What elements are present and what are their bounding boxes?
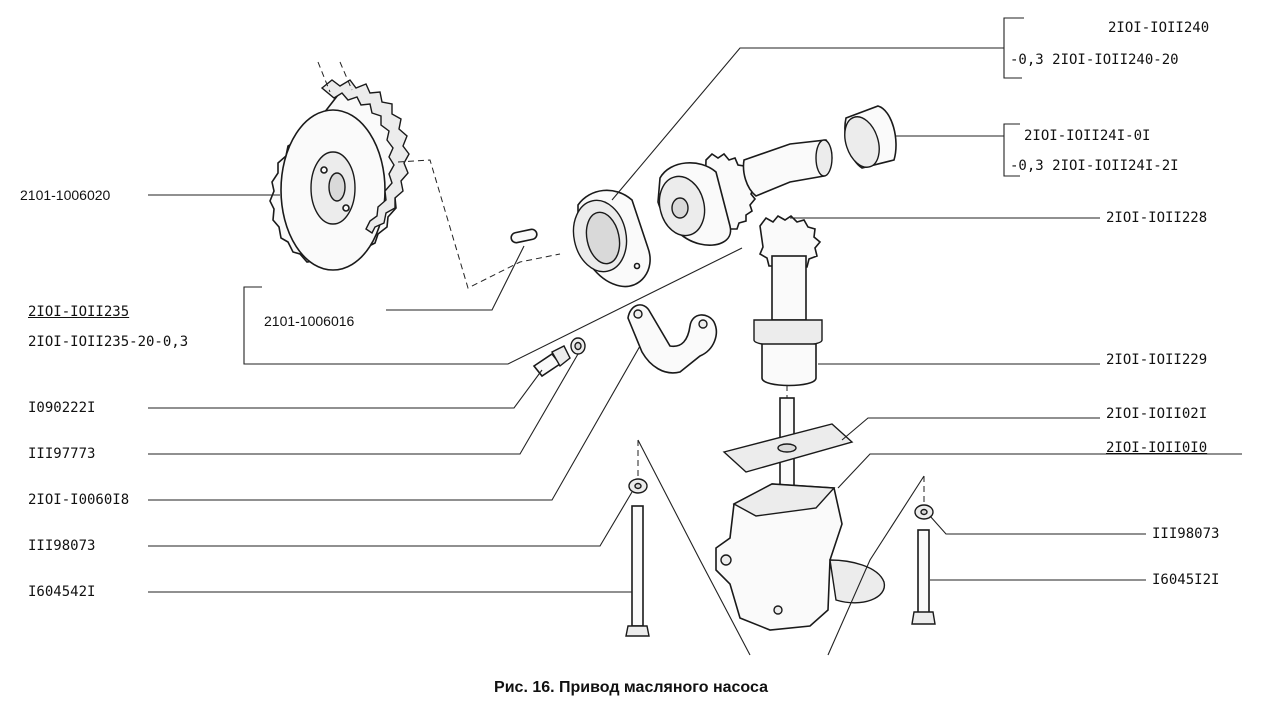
leader-235 — [243, 247, 743, 365]
pump-top — [732, 483, 836, 517]
chain — [320, 79, 410, 235]
label-part-235-20: 2IOI-IOII235-20-0,3 — [28, 334, 189, 350]
leader-pin — [386, 245, 525, 311]
small-bolt-drawing — [532, 337, 586, 378]
label-left-bolt: I604542I — [28, 584, 96, 600]
label-part-021: 2IOI-IOII02I — [1106, 406, 1208, 422]
small-bolt-head — [551, 345, 571, 368]
label-part-240-20: -0,3 2IOI-IOII240-20 — [1010, 52, 1179, 68]
drive-gear-collar — [753, 319, 823, 347]
label-right-bolt: I6045I2I — [1152, 572, 1220, 588]
drive-gear-shank — [771, 255, 807, 321]
right-bolt-path — [827, 475, 925, 656]
left-washer-hole — [634, 482, 642, 490]
leader-lines — [148, 17, 1242, 593]
chain-axis — [339, 61, 353, 91]
bracket-240 — [1003, 17, 1024, 79]
left-bolt-path — [637, 439, 751, 656]
shaft-end — [815, 139, 833, 177]
pump-gasket-hole — [777, 443, 797, 453]
label-part-010: 2IOI-IOII0I0 — [1106, 440, 1208, 456]
shaft-center — [671, 197, 689, 219]
drive-gear-body — [761, 343, 817, 387]
bushing-drawing — [572, 189, 651, 288]
label-part-235: 2IOI-IOII235 — [28, 304, 130, 320]
label-left-washer: III98073 — [28, 538, 96, 554]
label-small-washer: III97773 — [28, 446, 96, 462]
leader-right-washer — [929, 515, 1146, 535]
leader-small-washer — [148, 353, 579, 455]
sprocket-hole — [320, 166, 328, 174]
label-part-229: 2IOI-IOII229 — [1106, 352, 1208, 368]
leader-021 — [841, 417, 1100, 441]
left-bolt-shank — [631, 505, 644, 627]
small-washer-hole — [574, 341, 582, 351]
pump-intake — [829, 559, 885, 604]
leader-010 — [837, 453, 1242, 489]
pump-body-drawing — [715, 483, 885, 631]
right-bolt-head — [911, 611, 936, 625]
pin-drawing — [510, 228, 538, 244]
leader-small-bolt — [148, 369, 543, 409]
small-bushing-face — [844, 116, 880, 168]
label-sprocket: 2101-1006020 — [20, 187, 111, 203]
bolt-paths — [637, 439, 925, 656]
shaft-drawing — [657, 139, 833, 246]
axis-pin — [397, 159, 561, 289]
bracket-241 — [1003, 123, 1020, 177]
pump-boss — [773, 605, 783, 615]
small-bushing-drawing — [844, 105, 897, 169]
sprocket-bore — [328, 172, 346, 202]
pump-boss — [720, 554, 732, 566]
bushing-hole — [633, 262, 641, 270]
label-right-washer: III98073 — [1152, 526, 1220, 542]
leader-left-washer — [148, 491, 633, 547]
figure-caption: Рис. 16. Привод масляного насоса — [494, 679, 768, 696]
chain-axis — [317, 61, 331, 93]
sprocket-drawing — [269, 61, 410, 271]
pin-shape — [510, 228, 538, 244]
label-part-228: 2IOI-IOII228 — [1106, 210, 1208, 226]
right-washer-hole — [920, 508, 928, 516]
pump-body — [715, 483, 843, 631]
bracket-hole — [698, 319, 708, 329]
left-bolt-head — [625, 625, 650, 637]
bracket-drawing — [627, 304, 718, 374]
sprocket-hole — [342, 204, 350, 212]
label-bracket: 2IOI-I0060I8 — [28, 492, 130, 508]
bracket-shape — [627, 304, 718, 374]
label-part-240: 2IOI-IOII240 — [1108, 20, 1210, 36]
leader-240 — [611, 47, 1004, 201]
label-part-241-21: -0,3 2IOI-IOII24I-2I — [1010, 158, 1179, 174]
bracket-hole — [633, 309, 643, 319]
drive-gear-drawing — [753, 214, 823, 387]
assembly-axes — [397, 159, 925, 504]
label-part-241: 2IOI-IOII24I-0I — [1024, 128, 1151, 144]
left-bolt-drawing — [625, 478, 650, 637]
right-bolt-drawing — [911, 504, 936, 625]
label-pin: 2101-1006016 — [264, 313, 355, 329]
pump-shaft-drawing — [722, 397, 854, 511]
right-bolt-shank — [917, 529, 930, 615]
label-small-bolt: I090222I — [28, 400, 96, 416]
bushing-bore — [585, 211, 621, 265]
leader-bracket — [148, 345, 641, 501]
